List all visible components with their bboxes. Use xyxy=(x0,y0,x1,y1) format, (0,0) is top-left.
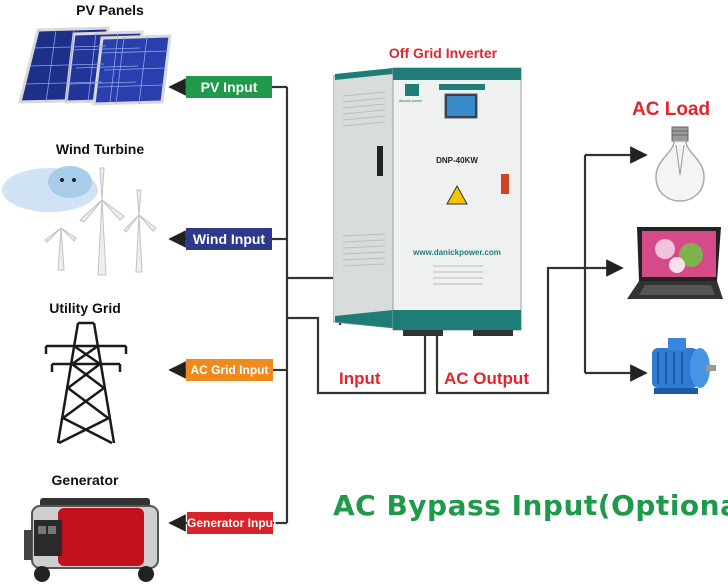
inverter-title: Off Grid Inverter xyxy=(388,45,498,61)
inverter-brand: danick power xyxy=(399,98,423,103)
generator-icon xyxy=(24,498,159,582)
light-bulb-icon xyxy=(655,126,705,202)
solar-panel-icon xyxy=(18,26,172,106)
ac-bypass-label: AC Bypass Input(Optional) xyxy=(333,489,728,522)
generator-input-tag: Generator Input xyxy=(187,512,277,534)
wind-input-tag: Wind Input xyxy=(186,228,272,250)
ac-grid-input-tag: AC Grid Input xyxy=(186,359,273,381)
inverter-model: DNP-40KW xyxy=(436,156,478,165)
input-label: Input xyxy=(339,369,381,388)
ac-output-label: AC Output xyxy=(444,369,529,388)
pv-panels-title: PV Panels xyxy=(76,2,144,18)
ac-load-title: AC Load xyxy=(632,99,711,120)
power-tower-icon xyxy=(44,321,128,445)
laptop-icon xyxy=(627,227,723,299)
wind-turbine-icon xyxy=(2,166,157,276)
electric-motor-icon xyxy=(652,338,716,394)
wind-turbine-title: Wind Turbine xyxy=(55,141,145,157)
inverter-cabinet: danick power DNP-40KW www.danickpower.co… xyxy=(333,66,523,338)
generator-title: Generator xyxy=(51,472,119,488)
inverter-website: www.danickpower.com xyxy=(413,248,501,257)
utility-grid-title: Utility Grid xyxy=(49,300,121,316)
pv-input-tag: PV Input xyxy=(186,76,272,98)
